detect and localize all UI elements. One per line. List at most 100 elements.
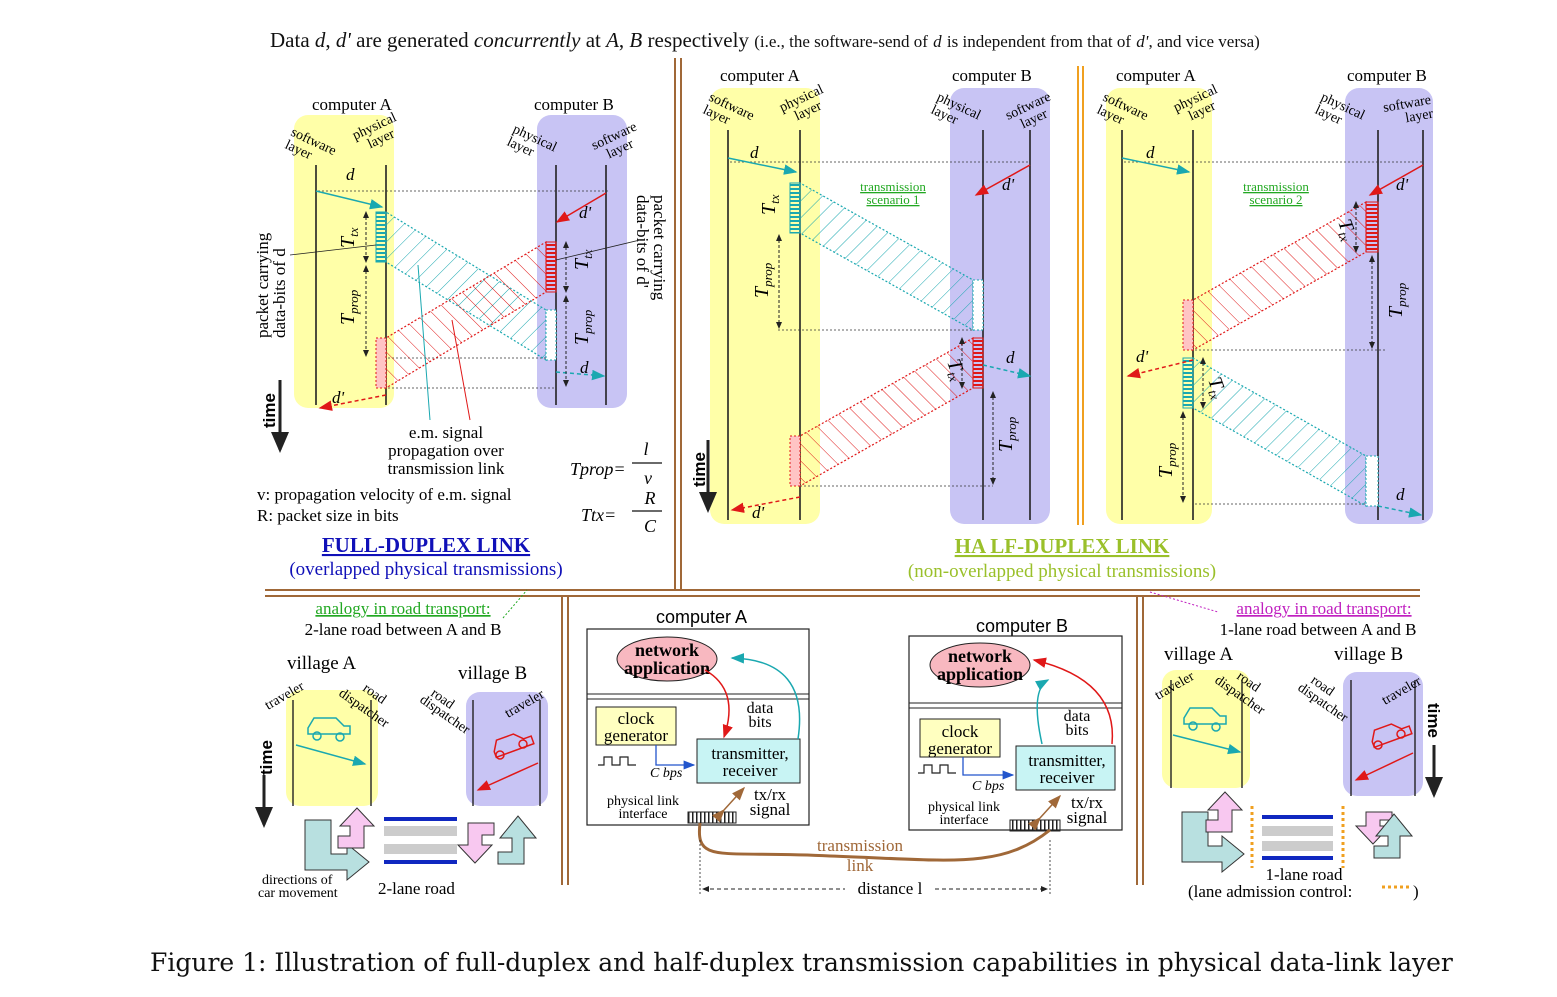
svg-text:2-lane road between A and B: 2-lane road between A and B bbox=[305, 620, 502, 639]
svg-text:time: time bbox=[1424, 703, 1443, 738]
packet-d-note: packet carryingdata-bits of d bbox=[253, 232, 289, 338]
car-icon bbox=[493, 733, 535, 760]
svg-text:d: d bbox=[1146, 143, 1155, 162]
svg-text:1-lane road: 1-lane road bbox=[1266, 865, 1343, 884]
svg-text:softwarelayer: softwarelayer bbox=[1382, 93, 1435, 130]
svg-text:transmission: transmission bbox=[1243, 179, 1309, 194]
svg-text:computer B: computer B bbox=[1347, 66, 1427, 85]
transmission-link-cable bbox=[697, 822, 1051, 862]
turn-arrow-icon bbox=[337, 807, 376, 849]
figure-caption: Figure 1: Illustration of full-duplex an… bbox=[150, 948, 1453, 977]
svg-text:d': d' bbox=[1396, 175, 1409, 194]
dp-label: d' bbox=[579, 203, 592, 222]
duplex-diagram: Data d, d' are generated concurrently at… bbox=[253, 28, 1443, 901]
r-note: R: packet size in bits bbox=[257, 506, 399, 525]
svg-text:d: d bbox=[750, 143, 759, 162]
svg-text:d: d bbox=[1006, 348, 1015, 367]
svg-text:C: C bbox=[644, 516, 657, 536]
turn-arrow-icon bbox=[497, 815, 538, 865]
d-label: d bbox=[580, 358, 589, 377]
svg-text:transmission: transmission bbox=[860, 179, 926, 194]
full-duplex-timing: computer A computer B softwarelayer phys… bbox=[253, 95, 669, 478]
tprop-label: Tprop bbox=[571, 309, 595, 345]
d-label: d bbox=[346, 165, 355, 184]
svg-text:analogy in road transport:: analogy in road transport: bbox=[315, 599, 490, 618]
full-duplex-title: FULL-DUPLEX LINK bbox=[322, 533, 531, 557]
svg-text:computer A: computer A bbox=[720, 66, 801, 85]
svg-text:computer B: computer B bbox=[952, 66, 1032, 85]
svg-text:C bps: C bps bbox=[972, 779, 1005, 794]
car-icon bbox=[1183, 707, 1227, 732]
ttx-label: Ttx bbox=[571, 249, 595, 270]
svg-text:village A: village A bbox=[287, 653, 356, 674]
svg-text:v: v bbox=[644, 468, 652, 488]
turn-arrow-icon bbox=[1373, 813, 1414, 859]
half-duplex-subtitle: (non-overlapped physical transmissions) bbox=[908, 561, 1216, 582]
turn-arrow-icon bbox=[1205, 791, 1244, 833]
time-label: time bbox=[260, 393, 279, 428]
svg-text:computer A: computer A bbox=[1116, 66, 1197, 85]
svg-text:time: time bbox=[257, 740, 276, 775]
computer-a-label: computer A bbox=[312, 95, 393, 114]
half-duplex-scenario-1: computer A computer B softwarelayer phys… bbox=[690, 66, 1053, 524]
svg-text:distance l: distance l bbox=[858, 879, 923, 898]
svg-text:village B: village B bbox=[1334, 644, 1403, 665]
svg-text:transmitter,receiver: transmitter,receiver bbox=[1028, 751, 1105, 787]
svg-text:village B: village B bbox=[458, 663, 527, 684]
svg-text:scenario 2: scenario 2 bbox=[1249, 192, 1302, 207]
svg-text:time: time bbox=[690, 452, 709, 487]
svg-text:Ttx: Ttx bbox=[758, 194, 782, 215]
road-analogy-full: analogy in road transport: 2-lane road b… bbox=[255, 589, 548, 901]
road-analogy-half: analogy in road transport: 1-lane road b… bbox=[1149, 591, 1443, 901]
svg-text:Ttx=: Ttx= bbox=[581, 505, 616, 525]
turn-arrow-icon bbox=[304, 819, 370, 882]
svg-text:Tprop: Tprop bbox=[1385, 282, 1409, 318]
dp-label: d' bbox=[332, 388, 345, 407]
svg-text:Tprop: Tprop bbox=[995, 416, 1019, 452]
svg-text:Tprop: Tprop bbox=[751, 262, 775, 298]
svg-text:2-lane road: 2-lane road bbox=[378, 879, 455, 898]
svg-text:): ) bbox=[1413, 882, 1419, 901]
svg-text:computer A: computer A bbox=[656, 607, 747, 627]
svg-text:1-lane road between A and B: 1-lane road between A and B bbox=[1220, 620, 1417, 639]
svg-text:d': d' bbox=[1002, 175, 1015, 194]
full-duplex-subtitle: (overlapped physical transmissions) bbox=[289, 559, 562, 580]
svg-text:C bps: C bps bbox=[650, 766, 683, 781]
formulas: v: propagation velocity of e.m. signal R… bbox=[257, 439, 662, 536]
svg-text:analogy in road transport:: analogy in road transport: bbox=[1236, 599, 1411, 618]
svg-text:d: d bbox=[1396, 485, 1405, 504]
computer-a-box bbox=[294, 115, 394, 408]
half-duplex-title: HA LF-DUPLEX LINK bbox=[955, 534, 1170, 558]
svg-text:l: l bbox=[643, 439, 648, 459]
svg-text:Tprop=: Tprop= bbox=[570, 459, 626, 479]
svg-text:village A: village A bbox=[1164, 644, 1233, 665]
svg-text:Tprop: Tprop bbox=[1155, 442, 1179, 478]
half-duplex-scenario-2: computer A computer B softwarelayer phys… bbox=[1094, 66, 1435, 524]
svg-text:(lane admission control:: (lane admission control: bbox=[1188, 882, 1352, 901]
svg-text:d': d' bbox=[1136, 347, 1149, 366]
car-icon bbox=[1371, 723, 1413, 750]
computer-b-box bbox=[537, 115, 627, 408]
svg-text:scenario 1: scenario 1 bbox=[866, 192, 919, 207]
svg-text:computer B: computer B bbox=[976, 616, 1068, 636]
header-text: Data d, d' are generated concurrently at… bbox=[270, 28, 1260, 52]
computer-b-label: computer B bbox=[534, 95, 614, 114]
packet-dp-note: packet carryingdata-bits of d' bbox=[633, 195, 669, 301]
turn-arrow-icon bbox=[456, 822, 495, 864]
v-note: v: propagation velocity of e.m. signal bbox=[257, 485, 512, 504]
frame-lines bbox=[265, 58, 1420, 885]
car-icon bbox=[307, 717, 351, 742]
svg-text:transmitter,receiver: transmitter,receiver bbox=[711, 744, 788, 780]
